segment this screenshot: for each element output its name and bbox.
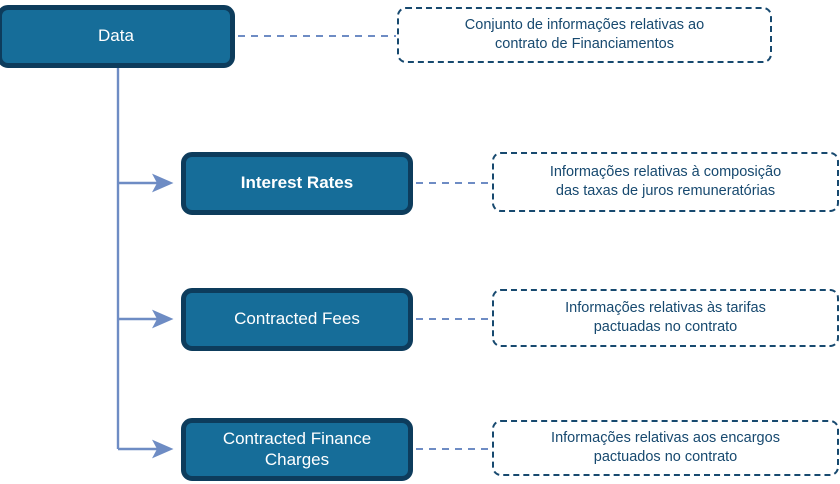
note-data-text: Conjunto de informações relativas ao con… xyxy=(464,17,705,52)
node-data[interactable]: Data xyxy=(0,5,235,68)
note-contracted-finance-charges: Informações relativas aos encargos pactu… xyxy=(492,420,839,476)
node-data-label: Data xyxy=(98,26,134,46)
note-data: Conjunto de informações relativas ao con… xyxy=(397,7,772,63)
node-contracted-finance-charges[interactable]: Contracted Finance Charges xyxy=(181,418,413,481)
note-contracted-fees: Informações relativas às tarifas pactuad… xyxy=(492,289,839,347)
note-interest-rates: Informações relativas à composição das t… xyxy=(492,152,839,212)
note-contracted-fees-text: Informações relativas às tarifas pactuad… xyxy=(565,300,766,335)
node-contracted-finance-charges-label: Contracted Finance Charges xyxy=(222,429,372,469)
node-interest-rates-label: Interest Rates xyxy=(240,173,354,193)
note-contracted-finance-charges-text: Informações relativas aos encargos pactu… xyxy=(551,430,780,465)
node-interest-rates[interactable]: Interest Rates xyxy=(181,152,413,215)
node-contracted-fees-label: Contracted Fees xyxy=(234,309,360,329)
node-contracted-fees[interactable]: Contracted Fees xyxy=(181,288,413,351)
note-interest-rates-text: Informações relativas à composição das t… xyxy=(549,164,782,199)
